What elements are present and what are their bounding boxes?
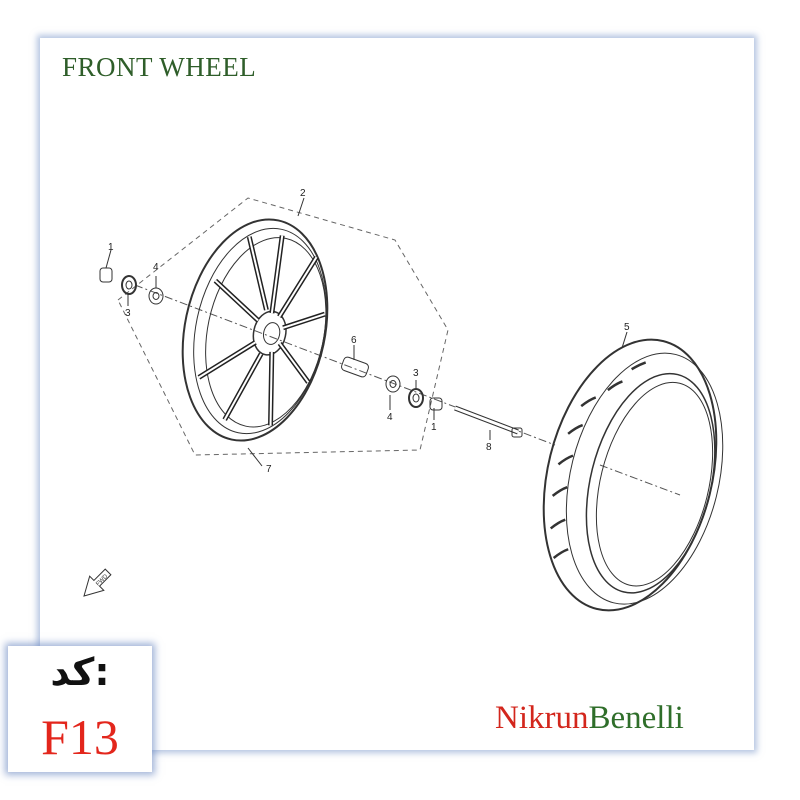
oil-seal-left [121,275,137,295]
callout-1-left: 1 [108,242,114,253]
code-label: کد: [50,650,110,694]
callout-6: 6 [351,335,357,346]
page-title: FRONT WHEEL [62,52,257,82]
callout-4-left: 4 [153,262,159,273]
callout-2: 2 [300,188,306,199]
tire-centerline [599,464,681,496]
brand-part-1: Nikrun [495,700,589,736]
code-value: F13 [41,709,119,765]
callout-5: 5 [624,322,630,333]
brand-part-2: Benelli [588,700,684,736]
brand-logo: NikrunBenelli [495,700,684,737]
diagram-frame [40,38,754,750]
callout-8: 8 [486,442,492,453]
wheel-rim [181,218,329,442]
callout-3-left: 3 [125,308,131,319]
callout-3-right: 3 [413,368,419,379]
spacer [341,356,369,378]
bearing-left [148,287,164,305]
bearing-right [385,375,401,393]
callout-1-right: 1 [431,422,437,433]
assembly-outline [117,197,449,456]
collar-left [99,267,113,283]
callout-4-right: 4 [387,412,393,423]
part-code-box: کد: F13 [8,646,152,772]
tire [542,338,724,612]
fwd-arrow-icon: FWD [83,568,112,597]
callout-7: 7 [266,464,272,475]
collar-right [429,397,443,411]
